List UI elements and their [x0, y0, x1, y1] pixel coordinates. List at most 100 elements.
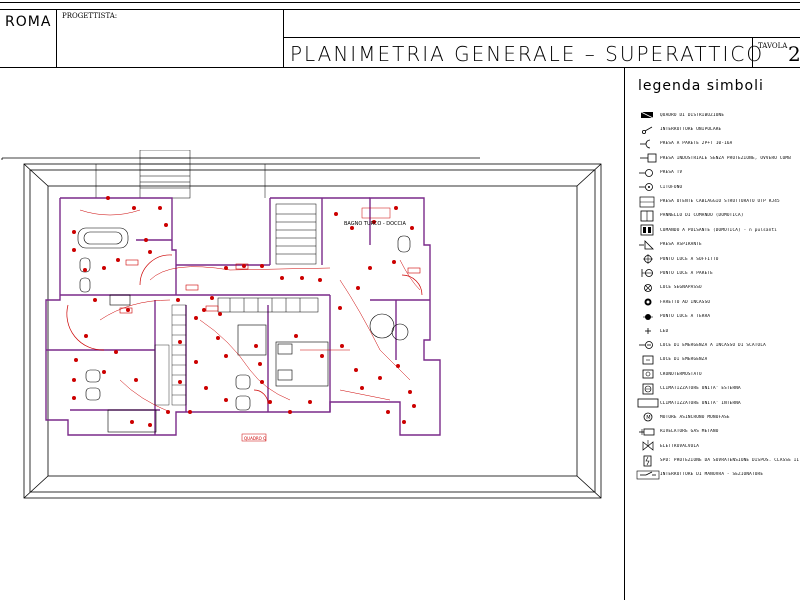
- electrical-point: [202, 308, 206, 312]
- legend-item-label: LUCE DI EMERGENZA A INCASSO DI SCATOLA: [660, 342, 766, 348]
- legend-item-label: RIVELATORE GAS METANO: [660, 429, 719, 435]
- electrical-point: [300, 276, 304, 280]
- floor-plan: BAGNO TURCO - DOCCIA QUADRO Q: [1, 150, 602, 499]
- electrical-point: [356, 286, 360, 290]
- legend-frame-left: [624, 67, 625, 600]
- legend-item: SPD: PROTEZIONE DA SOVRATENSIONE DISPOS.…: [636, 453, 800, 467]
- chronothermostat-icon: [636, 368, 660, 380]
- sheet-number: 2: [788, 42, 800, 66]
- marker-light-icon: [636, 282, 660, 294]
- electrical-point: [412, 404, 416, 408]
- legend-item-label: COMANDO A PULSANTE (DOMOTICA) - n pulsan…: [660, 227, 778, 233]
- electrical-box: [185, 284, 199, 291]
- electrical-wiring: [79, 209, 421, 413]
- legend-item: PRESA UTENTE CABLAGGIO STRUTTURATO UTP R…: [636, 194, 800, 208]
- title-block-divider-2: [283, 9, 284, 67]
- push-button-icon: [636, 224, 660, 236]
- wire-run: [339, 279, 381, 351]
- wall-light-icon: [636, 267, 660, 279]
- legend-item-label: PRESA A PARETE 2P+T 10-16A: [660, 141, 733, 147]
- legend-item-label: SPD: PROTEZIONE DA SOVRATENSIONE DISPOS.…: [660, 458, 800, 464]
- legend-title: legenda simboli: [638, 78, 764, 94]
- title-block-mid-line: [283, 37, 800, 38]
- electrical-point: [320, 354, 324, 358]
- legend-item-label: INTERRUTTORE DI MANOVRA - SEZIONATORE: [660, 472, 764, 478]
- electrical-point: [392, 260, 396, 264]
- control-panel-icon: [636, 210, 660, 222]
- svg-text:M: M: [646, 415, 650, 421]
- floor-light-icon: [636, 311, 660, 323]
- legend-item: LUCE DI EMERGENZA: [636, 353, 800, 367]
- ceiling-light-icon: [636, 253, 660, 265]
- electrical-box: [125, 259, 139, 266]
- electrical-point: [83, 268, 87, 272]
- legend-item: COMANDO A PULSANTE (DOMOTICA) - n pulsan…: [636, 223, 800, 237]
- wire-run: [399, 259, 421, 291]
- electrical-point: [260, 380, 264, 384]
- electrical-point: [288, 410, 292, 414]
- electrical-point: [402, 420, 406, 424]
- electrical-points: [72, 196, 421, 427]
- electrical-point: [210, 296, 214, 300]
- electrical-point: [260, 264, 264, 268]
- motor-icon: M: [636, 411, 660, 423]
- electrical-point: [74, 358, 78, 362]
- legend-item-label: ELETTROVALVOLA: [660, 443, 700, 449]
- electrical-point: [410, 226, 414, 230]
- legend-item: CITOFONO: [636, 180, 800, 194]
- electrical-point: [164, 223, 168, 227]
- electrical-point: [176, 298, 180, 302]
- electrical-point: [194, 360, 198, 364]
- title-block-top-line: [0, 9, 800, 10]
- gas-detector-icon: [636, 426, 660, 438]
- electrical-point: [114, 350, 118, 354]
- electrical-point: [178, 380, 182, 384]
- solenoid-valve-icon: [636, 440, 660, 452]
- legend-item-label: PUNTO LUCE A PARETE: [660, 270, 713, 276]
- legend-item: LUCE SEGNAPASSO: [636, 281, 800, 295]
- legend-item-label: LUCE DI EMERGENZA: [660, 357, 708, 363]
- electrical-box: [119, 307, 133, 314]
- electrical-point: [72, 248, 76, 252]
- legend-item-label: LUCE SEGNAPASSO: [660, 285, 702, 291]
- electrical-point: [308, 400, 312, 404]
- electrical-point: [102, 266, 106, 270]
- electrical-point: [340, 344, 344, 348]
- legend-item: QUADRO DI DISTRIBUZIONE: [636, 108, 800, 122]
- legend-item-label: PRESA ASPIRANTE: [660, 242, 702, 248]
- tv-socket-icon: [636, 167, 660, 179]
- electrical-point: [396, 364, 400, 368]
- legend-item: CRONOTERMOSTATO: [636, 367, 800, 381]
- electrical-point: [158, 206, 162, 210]
- electrical-point: [148, 250, 152, 254]
- electrical-point: [116, 258, 120, 262]
- legend-item-label: LED: [660, 328, 669, 334]
- legend-item-label: CRONOTERMOSTATO: [660, 371, 702, 377]
- electrical-point: [188, 410, 192, 414]
- electrical-point: [72, 378, 76, 382]
- legend-item: PANNELLO DI COMANDO (DOMOTICA): [636, 209, 800, 223]
- legend-item-label: PRESA TV: [660, 170, 683, 176]
- legend-item: ELETTROVALVOLA: [636, 439, 800, 453]
- electrical-point: [372, 220, 376, 224]
- electrical-point: [224, 398, 228, 402]
- legend-item-label: PUNTO LUCE A TERRA: [660, 314, 711, 320]
- wire-run: [79, 209, 141, 216]
- legend-item: RIVELATORE GAS METANO: [636, 425, 800, 439]
- electrical-point: [268, 400, 272, 404]
- intercom-icon: [636, 181, 660, 193]
- recessed-spot-icon: [636, 296, 660, 308]
- stair-upper: [95, 150, 266, 199]
- electrical-point: [84, 334, 88, 338]
- roof-outline: [1, 157, 602, 499]
- legend-item-label: INTERRUTTORE UNIPOLARE: [660, 127, 722, 133]
- electrical-point: [360, 386, 364, 390]
- vacuum-socket-icon: [636, 239, 660, 251]
- electrical-point: [394, 206, 398, 210]
- electrical-point: [204, 386, 208, 390]
- designer-label: PROGETTISTA:: [62, 12, 118, 20]
- legend-item-label: PRESA UTENTE CABLAGGIO STRUTTURATO UTP R…: [660, 199, 780, 205]
- legend-item: PRESA TV: [636, 166, 800, 180]
- wire-run: [249, 369, 291, 401]
